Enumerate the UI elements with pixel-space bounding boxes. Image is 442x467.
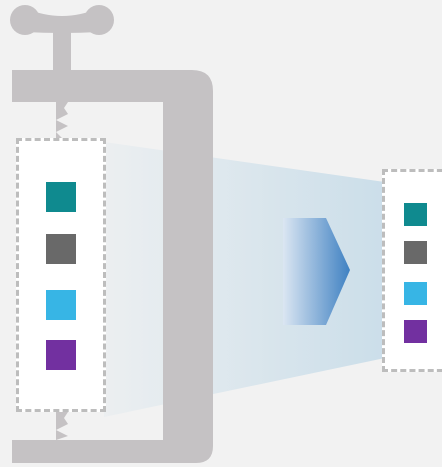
swatch-purple — [46, 340, 76, 370]
swatch-teal — [404, 203, 427, 226]
original-panel — [16, 138, 106, 412]
swatch-gray — [46, 234, 76, 264]
swatch-light-blue — [46, 290, 76, 320]
compressed-panel — [382, 169, 442, 372]
swatch-gray — [404, 241, 427, 264]
swatch-light-blue — [404, 282, 427, 305]
swatch-purple — [404, 320, 427, 343]
swatch-teal — [46, 182, 76, 212]
